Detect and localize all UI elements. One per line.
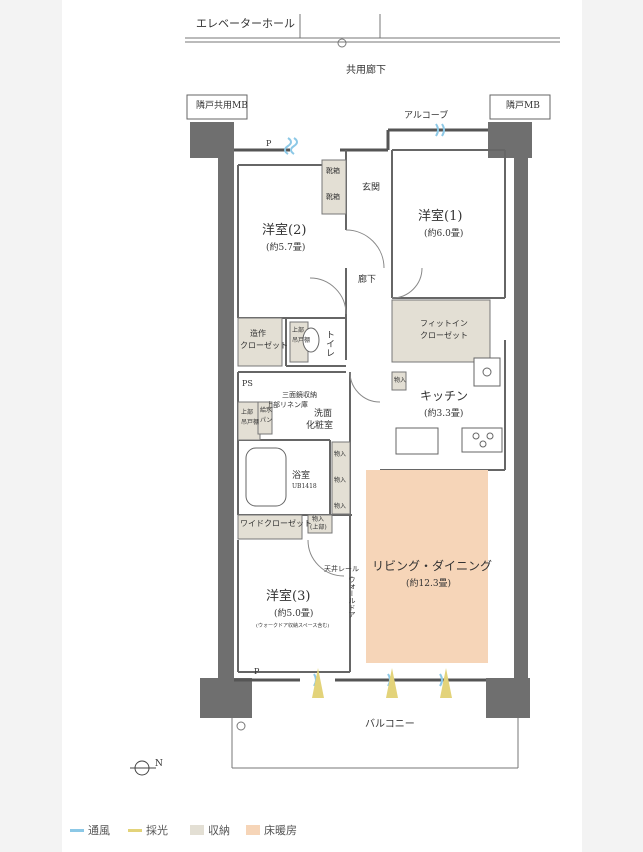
legend-daylight: 採光	[128, 823, 168, 837]
mb-left-box	[186, 94, 248, 120]
toilet-label: トイレ	[324, 330, 334, 357]
western1-name: 洋室(1)	[418, 209, 463, 224]
western1-size: (約6.0畳)	[424, 229, 464, 239]
ceiling-rail-label: 天井レール	[324, 565, 359, 573]
balcony-label: バルコニー	[365, 719, 415, 730]
structural-columns	[190, 122, 532, 718]
linen-label: 上部リネン庫	[266, 401, 308, 409]
bath-label: 浴室	[292, 471, 311, 481]
legend-storage: 収納	[190, 823, 230, 837]
storage-areas	[237, 159, 491, 540]
mb-right-box	[489, 94, 551, 120]
door-swings	[307, 229, 423, 577]
built-closet-label-2: クローゼット	[240, 341, 288, 350]
legend-ventilation: 通風	[70, 823, 110, 837]
kitchen-name: キッチン	[420, 389, 469, 403]
western2-size: (約5.7畳)	[266, 243, 306, 253]
p-label-bottom: P	[254, 667, 260, 676]
compass	[130, 760, 156, 776]
upper-cabinet-label-2: 吊戸棚	[241, 419, 260, 426]
storage-label-kitchen: 物入	[394, 377, 407, 384]
legend-floor-heating-swatch	[246, 825, 260, 835]
water-heater-label-2: パン	[260, 417, 273, 424]
wide-closet-label: ワイドクローゼット	[240, 519, 312, 528]
western3-note: (ウォークドア収納スペース含む)	[256, 623, 330, 629]
legend-storage-label: 収納	[208, 824, 230, 837]
storage-label-1: 物入	[334, 451, 347, 458]
legend-floor-heating: 床暖房	[246, 823, 297, 837]
washroom-label-2: 化粧室	[306, 421, 334, 431]
legend-storage-swatch	[190, 825, 204, 835]
shoes-box-2: 靴箱	[326, 193, 340, 201]
living-size: (約12.3畳)	[406, 579, 452, 589]
water-heater-label-1: 給水	[260, 407, 273, 414]
common-corridor-label: 共用廊下	[346, 65, 386, 76]
mb-right-label: 隣戸MB	[506, 101, 540, 111]
outer-walls	[234, 128, 488, 682]
legend-daylight-label: 採光	[146, 824, 168, 837]
corridor-railing	[185, 14, 560, 48]
floor-heating-area	[366, 470, 488, 663]
built-closet-label-1: 造作	[250, 329, 266, 338]
hallway-label: 廊下	[358, 275, 377, 285]
legend-ventilation-label: 通風	[88, 824, 110, 837]
legend-daylight-swatch	[128, 828, 142, 832]
mb-left-label: 隣戸共用MB	[196, 101, 248, 111]
compass-label: N	[155, 759, 163, 769]
storage-label-3: 物入	[334, 503, 347, 510]
wall-door-label: ウォールドア	[348, 576, 356, 618]
balcony-railing	[231, 718, 519, 769]
storage-upper-label-2: (上部)	[310, 524, 327, 531]
triple-storage-label: 三面鏡収納	[282, 391, 317, 399]
kitchen-size: (約3.3畳)	[424, 409, 464, 419]
fit-in-closet-label-1: フィットイン	[420, 319, 468, 328]
toilet-upper-storage-2: 吊戸棚	[292, 337, 311, 344]
entrance-label: 玄関	[362, 183, 381, 193]
elevator-hall-label: エレベーターホール	[196, 17, 295, 30]
shoes-box-1: 靴箱	[326, 167, 340, 175]
alcove-label: アルコーブ	[404, 111, 449, 121]
daylight-marks	[312, 668, 452, 698]
fit-in-closet-label-2: クローゼット	[420, 331, 468, 340]
ps-label: PS	[242, 379, 253, 388]
bath-fixtures	[245, 327, 320, 507]
storage-label-2: 物入	[334, 477, 347, 484]
toilet-upper-storage-1: 上部	[292, 327, 305, 334]
legend-ventilation-swatch	[70, 828, 84, 832]
p-label-top: P	[266, 139, 272, 148]
upper-cabinet-label-1: 上部	[241, 409, 254, 416]
western3-name: 洋室(3)	[266, 589, 311, 604]
bath-size-label: UB1418	[292, 483, 317, 490]
kitchen-fixtures	[395, 357, 503, 455]
storage-upper-label-1: 物入	[312, 516, 325, 523]
washroom-label-1: 洗面	[314, 409, 333, 419]
living-name: リビング・ダイニング	[372, 559, 493, 573]
legend-floor-heating-label: 床暖房	[264, 824, 297, 837]
western3-size: (約5.0畳)	[274, 609, 314, 619]
western2-name: 洋室(2)	[262, 223, 307, 238]
